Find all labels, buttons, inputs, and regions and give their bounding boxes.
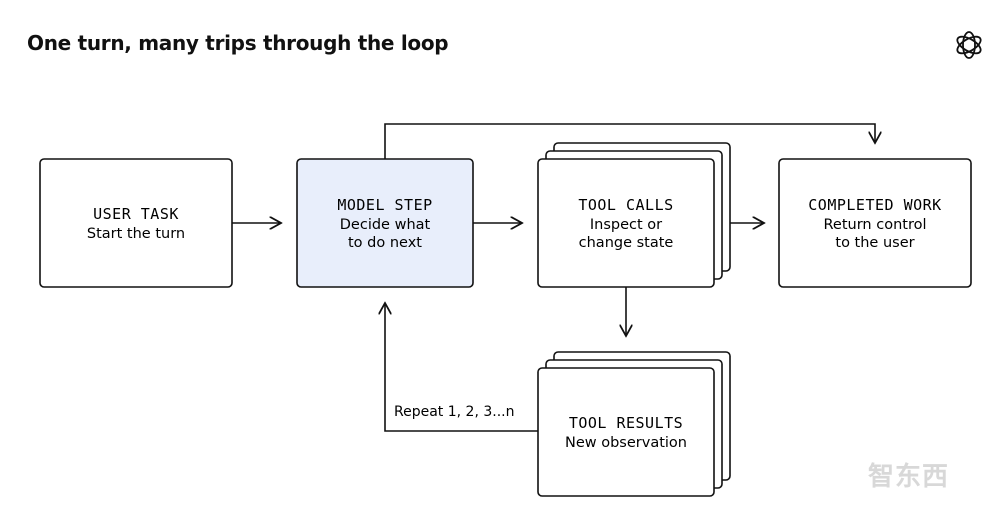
page-title: One turn, many trips through the loop <box>27 31 449 55</box>
edge-results-to-model <box>385 303 538 432</box>
node-model-step: MODEL STEP Decide what to do next <box>296 158 474 288</box>
node-model-step-heading: MODEL STEP <box>337 196 432 214</box>
edge-model-to-completed <box>384 123 875 159</box>
openai-logo-icon <box>956 31 982 59</box>
node-completed-work: COMPLETED WORK Return control to the use… <box>778 158 972 288</box>
loop-label: Repeat 1, 2, 3...n <box>394 404 514 420</box>
node-user-task-text: Start the turn <box>87 226 185 242</box>
node-user-task: USER TASK Start the turn <box>39 158 233 288</box>
node-tool-calls-text2: change state <box>579 235 674 251</box>
node-model-step-text1: Decide what <box>340 217 431 233</box>
node-tool-calls-heading: TOOL CALLS <box>578 196 673 214</box>
node-completed-work-heading: COMPLETED WORK <box>808 196 941 214</box>
node-tool-results-heading: TOOL RESULTS <box>569 414 683 432</box>
node-tool-results: TOOL RESULTS New observation <box>537 351 731 497</box>
node-completed-work-text2: to the user <box>835 235 914 251</box>
node-user-task-heading: USER TASK <box>93 205 179 223</box>
node-tool-results-text: New observation <box>565 435 687 451</box>
node-tool-calls-text1: Inspect or <box>590 217 662 233</box>
node-model-step-text2: to do next <box>348 235 422 251</box>
node-tool-calls: TOOL CALLS Inspect or change state <box>537 142 731 288</box>
watermark: 智东西 <box>868 462 950 492</box>
node-completed-work-text1: Return control <box>824 217 927 233</box>
